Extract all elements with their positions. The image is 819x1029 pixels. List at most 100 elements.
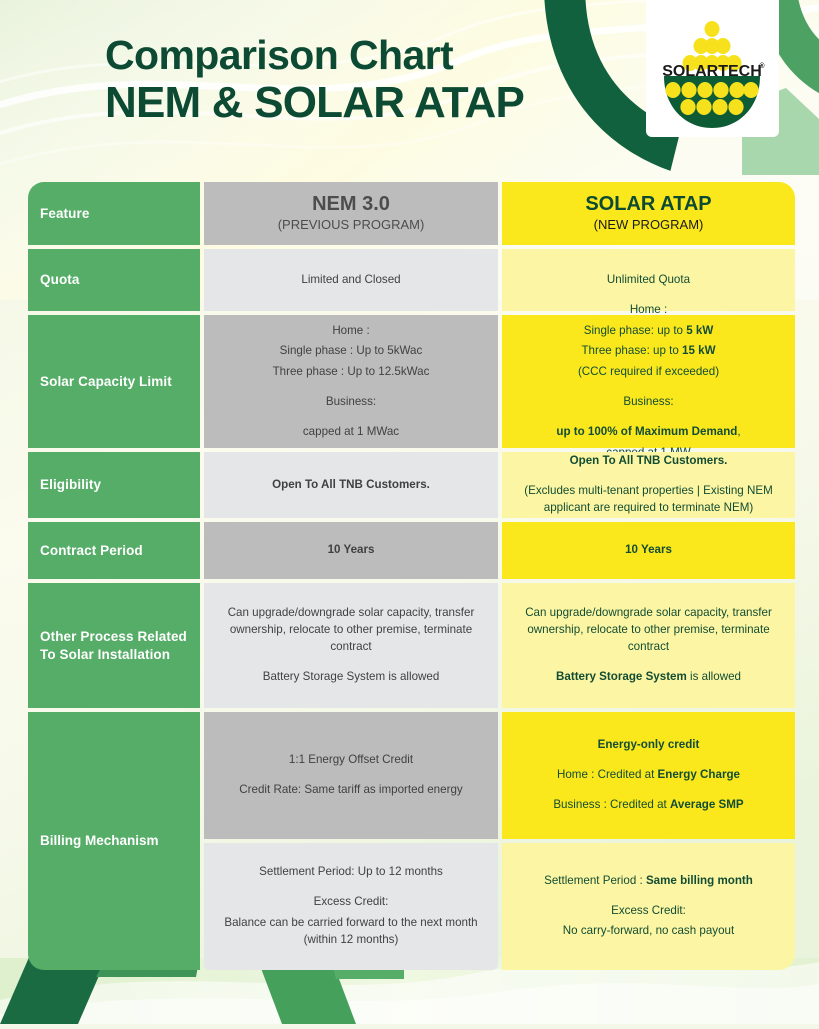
logo-trademark-icon: ® xyxy=(759,62,765,70)
feature-label: Contract Period xyxy=(40,542,143,558)
atap-line-3-value: 15 kW xyxy=(682,344,716,358)
title-line-1: Comparison Chart xyxy=(105,32,454,78)
comparison-table: Feature NEM 3.0 (PREVIOUS PROGRAM) SOLAR… xyxy=(28,182,795,970)
header-atap-title: SOLAR ATAP xyxy=(585,193,712,216)
billing-subrow-credit: 1:1 Energy Offset Credit Credit Rate: Sa… xyxy=(204,712,795,839)
atap-text-3-value: Average SMP xyxy=(669,797,744,811)
feature-cell-billing-mechanism: Billing Mechanism xyxy=(28,712,200,970)
nem-cell-solar-capacity-limit: Home : Single phase : Up to 5kWac Three … xyxy=(204,315,498,448)
atap-text-3: Business : Credited at Average SMP xyxy=(553,797,743,814)
atap-text-2-value: Energy Charge xyxy=(657,768,740,782)
nem-cell-contract-period: 10 Years xyxy=(204,522,498,579)
feature-label: Other Process Related To Solar Installat… xyxy=(40,628,187,662)
table-row-eligibility: Eligibility Open To All TNB Customers. O… xyxy=(28,452,795,518)
atap-line-2: Single phase: up to 5 kW xyxy=(584,323,714,340)
atap-line-3-text: Three phase: up to xyxy=(581,344,683,358)
atap-line-2-text: Single phase: up to xyxy=(583,323,687,337)
atap-line-6-comma: , xyxy=(737,424,741,438)
atap-line-6-value: up to 100% of Maximum Demand xyxy=(556,424,738,438)
nem-cell-eligibility: Open To All TNB Customers. xyxy=(204,452,498,518)
nem-text-3: Balance can be carried forward to the ne… xyxy=(224,916,478,946)
atap-line-1: Home : xyxy=(629,302,668,316)
atap-text-2: Excess Credit: xyxy=(611,903,686,917)
feature-cell-other-process: Other Process Related To Solar Installat… xyxy=(28,583,200,708)
nem-text-1: Can upgrade/downgrade solar capacity, tr… xyxy=(227,606,475,653)
atap-text: 10 Years xyxy=(625,543,672,557)
atap-text-1: Can upgrade/downgrade solar capacity, tr… xyxy=(525,606,772,653)
feature-label: Billing Mechanism xyxy=(40,833,159,849)
atap-text-2-label: Home : Credited at xyxy=(556,768,658,782)
atap-text-2: Home : Credited at Energy Charge xyxy=(557,767,740,784)
header-feature-label: Feature xyxy=(40,205,90,221)
billing-content: 1:1 Energy Offset Credit Credit Rate: Sa… xyxy=(204,712,795,970)
feature-label: Solar Capacity Limit xyxy=(40,373,172,389)
atap-text: Unlimited Quota xyxy=(606,272,691,286)
feature-cell-solar-capacity-limit: Solar Capacity Limit xyxy=(28,315,200,448)
nem-cell-quota: Limited and Closed xyxy=(204,249,498,311)
feature-cell-contract-period: Contract Period xyxy=(28,522,200,579)
nem-line-4: Business: xyxy=(325,394,377,408)
header-cell-nem: NEM 3.0 (PREVIOUS PROGRAM) xyxy=(204,182,498,245)
atap-text-1-label: Settlement Period : xyxy=(544,873,646,887)
nem-line-3: Three phase : Up to 12.5kWac xyxy=(272,365,430,379)
feature-label: Eligibility xyxy=(40,477,102,493)
atap-text-2-rest: is allowed xyxy=(686,669,741,683)
atap-text-2: Battery Storage System is allowed xyxy=(556,669,741,686)
atap-cell-eligibility: Open To All TNB Customers. (Excludes mul… xyxy=(502,452,795,518)
atap-text-3: No carry-forward, no cash payout xyxy=(562,924,735,938)
atap-cell-billing-settlement: Settlement Period : Same billing month E… xyxy=(502,843,795,970)
header-atap-subtitle: (NEW PROGRAM) xyxy=(593,217,704,233)
table-row-billing-mechanism: Billing Mechanism 1:1 Energy Offset Cred… xyxy=(28,712,795,970)
header-cell-atap: SOLAR ATAP (NEW PROGRAM) xyxy=(502,182,795,245)
atap-line-6: up to 100% of Maximum Demand, xyxy=(556,424,740,441)
nem-text: Limited and Closed xyxy=(301,272,401,286)
table-row-solar-capacity-limit: Solar Capacity Limit Home : Single phase… xyxy=(28,303,795,459)
atap-text-2-bold: Battery Storage System xyxy=(556,669,687,683)
atap-line-3: Three phase: up to 15 kW xyxy=(581,343,715,360)
nem-line-2: Single phase : Up to 5kWac xyxy=(279,344,423,358)
atap-text-note: (Excludes multi-tenant properties | Exis… xyxy=(524,484,773,514)
feature-cell-eligibility: Eligibility xyxy=(28,452,200,518)
nem-text: 10 Years xyxy=(327,543,375,557)
table-row-quota: Quota Limited and Closed Unlimited Quota xyxy=(28,249,795,311)
atap-cell-quota: Unlimited Quota xyxy=(502,249,795,311)
nem-line-1: Home : xyxy=(332,323,370,337)
atap-line-5: Business: xyxy=(623,394,674,408)
atap-text-1: Settlement Period : Same billing month xyxy=(544,873,753,890)
nem-cell-billing-credit: 1:1 Energy Offset Credit Credit Rate: Sa… xyxy=(204,712,498,839)
nem-text-2: Excess Credit: xyxy=(313,895,389,909)
page-title: Comparison Chart NEM & SOLAR ATAP xyxy=(105,32,525,128)
table-header-row: Feature NEM 3.0 (PREVIOUS PROGRAM) SOLAR… xyxy=(28,182,795,245)
atap-line-2-value: 5 kW xyxy=(686,323,714,337)
atap-cell-solar-capacity-limit: Home : Single phase: up to 5 kW Three ph… xyxy=(502,303,795,459)
atap-text-1-value: Same billing month xyxy=(645,873,753,887)
nem-text-1: Settlement Period: Up to 12 months xyxy=(259,865,443,879)
nem-line-5: capped at 1 MWac xyxy=(302,424,400,438)
table-row-contract-period: Contract Period 10 Years 10 Years xyxy=(28,522,795,579)
feature-cell-quota: Quota xyxy=(28,249,200,311)
atap-cell-other-process: Can upgrade/downgrade solar capacity, tr… xyxy=(502,583,795,708)
atap-text-primary: Open To All TNB Customers. xyxy=(569,454,728,468)
header-nem-title: NEM 3.0 xyxy=(312,193,390,216)
nem-cell-other-process: Can upgrade/downgrade solar capacity, tr… xyxy=(204,583,498,708)
header-cell-feature: Feature xyxy=(28,182,200,245)
atap-text-1: Energy-only credit xyxy=(597,738,700,752)
atap-cell-billing-credit: Energy-only credit Home : Credited at En… xyxy=(502,712,795,839)
nem-text: Open To All TNB Customers. xyxy=(272,477,430,491)
feature-label: Quota xyxy=(40,272,80,288)
nem-text-2: Credit Rate: Same tariff as imported ene… xyxy=(239,783,463,796)
logo-mark: SOLARTECH ® xyxy=(662,21,765,128)
logo-wordmark: SOLARTECH xyxy=(662,63,762,80)
nem-text-2: Battery Storage System is allowed xyxy=(262,669,440,683)
billing-subrow-settlement: Settlement Period: Up to 12 months Exces… xyxy=(204,843,795,970)
title-line-2: NEM & SOLAR ATAP xyxy=(105,78,525,128)
atap-line-4: (CCC required if exceeded) xyxy=(577,365,720,379)
solartech-logo: SOLARTECH ® xyxy=(652,18,772,130)
table-row-other-process: Other Process Related To Solar Installat… xyxy=(28,583,795,708)
atap-cell-contract-period: 10 Years xyxy=(502,522,795,579)
header-nem-subtitle: (PREVIOUS PROGRAM) xyxy=(277,217,425,233)
atap-text-3-label: Business : Credited at xyxy=(553,797,670,811)
nem-text-1: 1:1 Energy Offset Credit xyxy=(288,753,414,767)
header: Comparison Chart NEM & SOLAR ATAP xyxy=(0,0,819,175)
nem-cell-billing-settlement: Settlement Period: Up to 12 months Exces… xyxy=(204,843,498,970)
